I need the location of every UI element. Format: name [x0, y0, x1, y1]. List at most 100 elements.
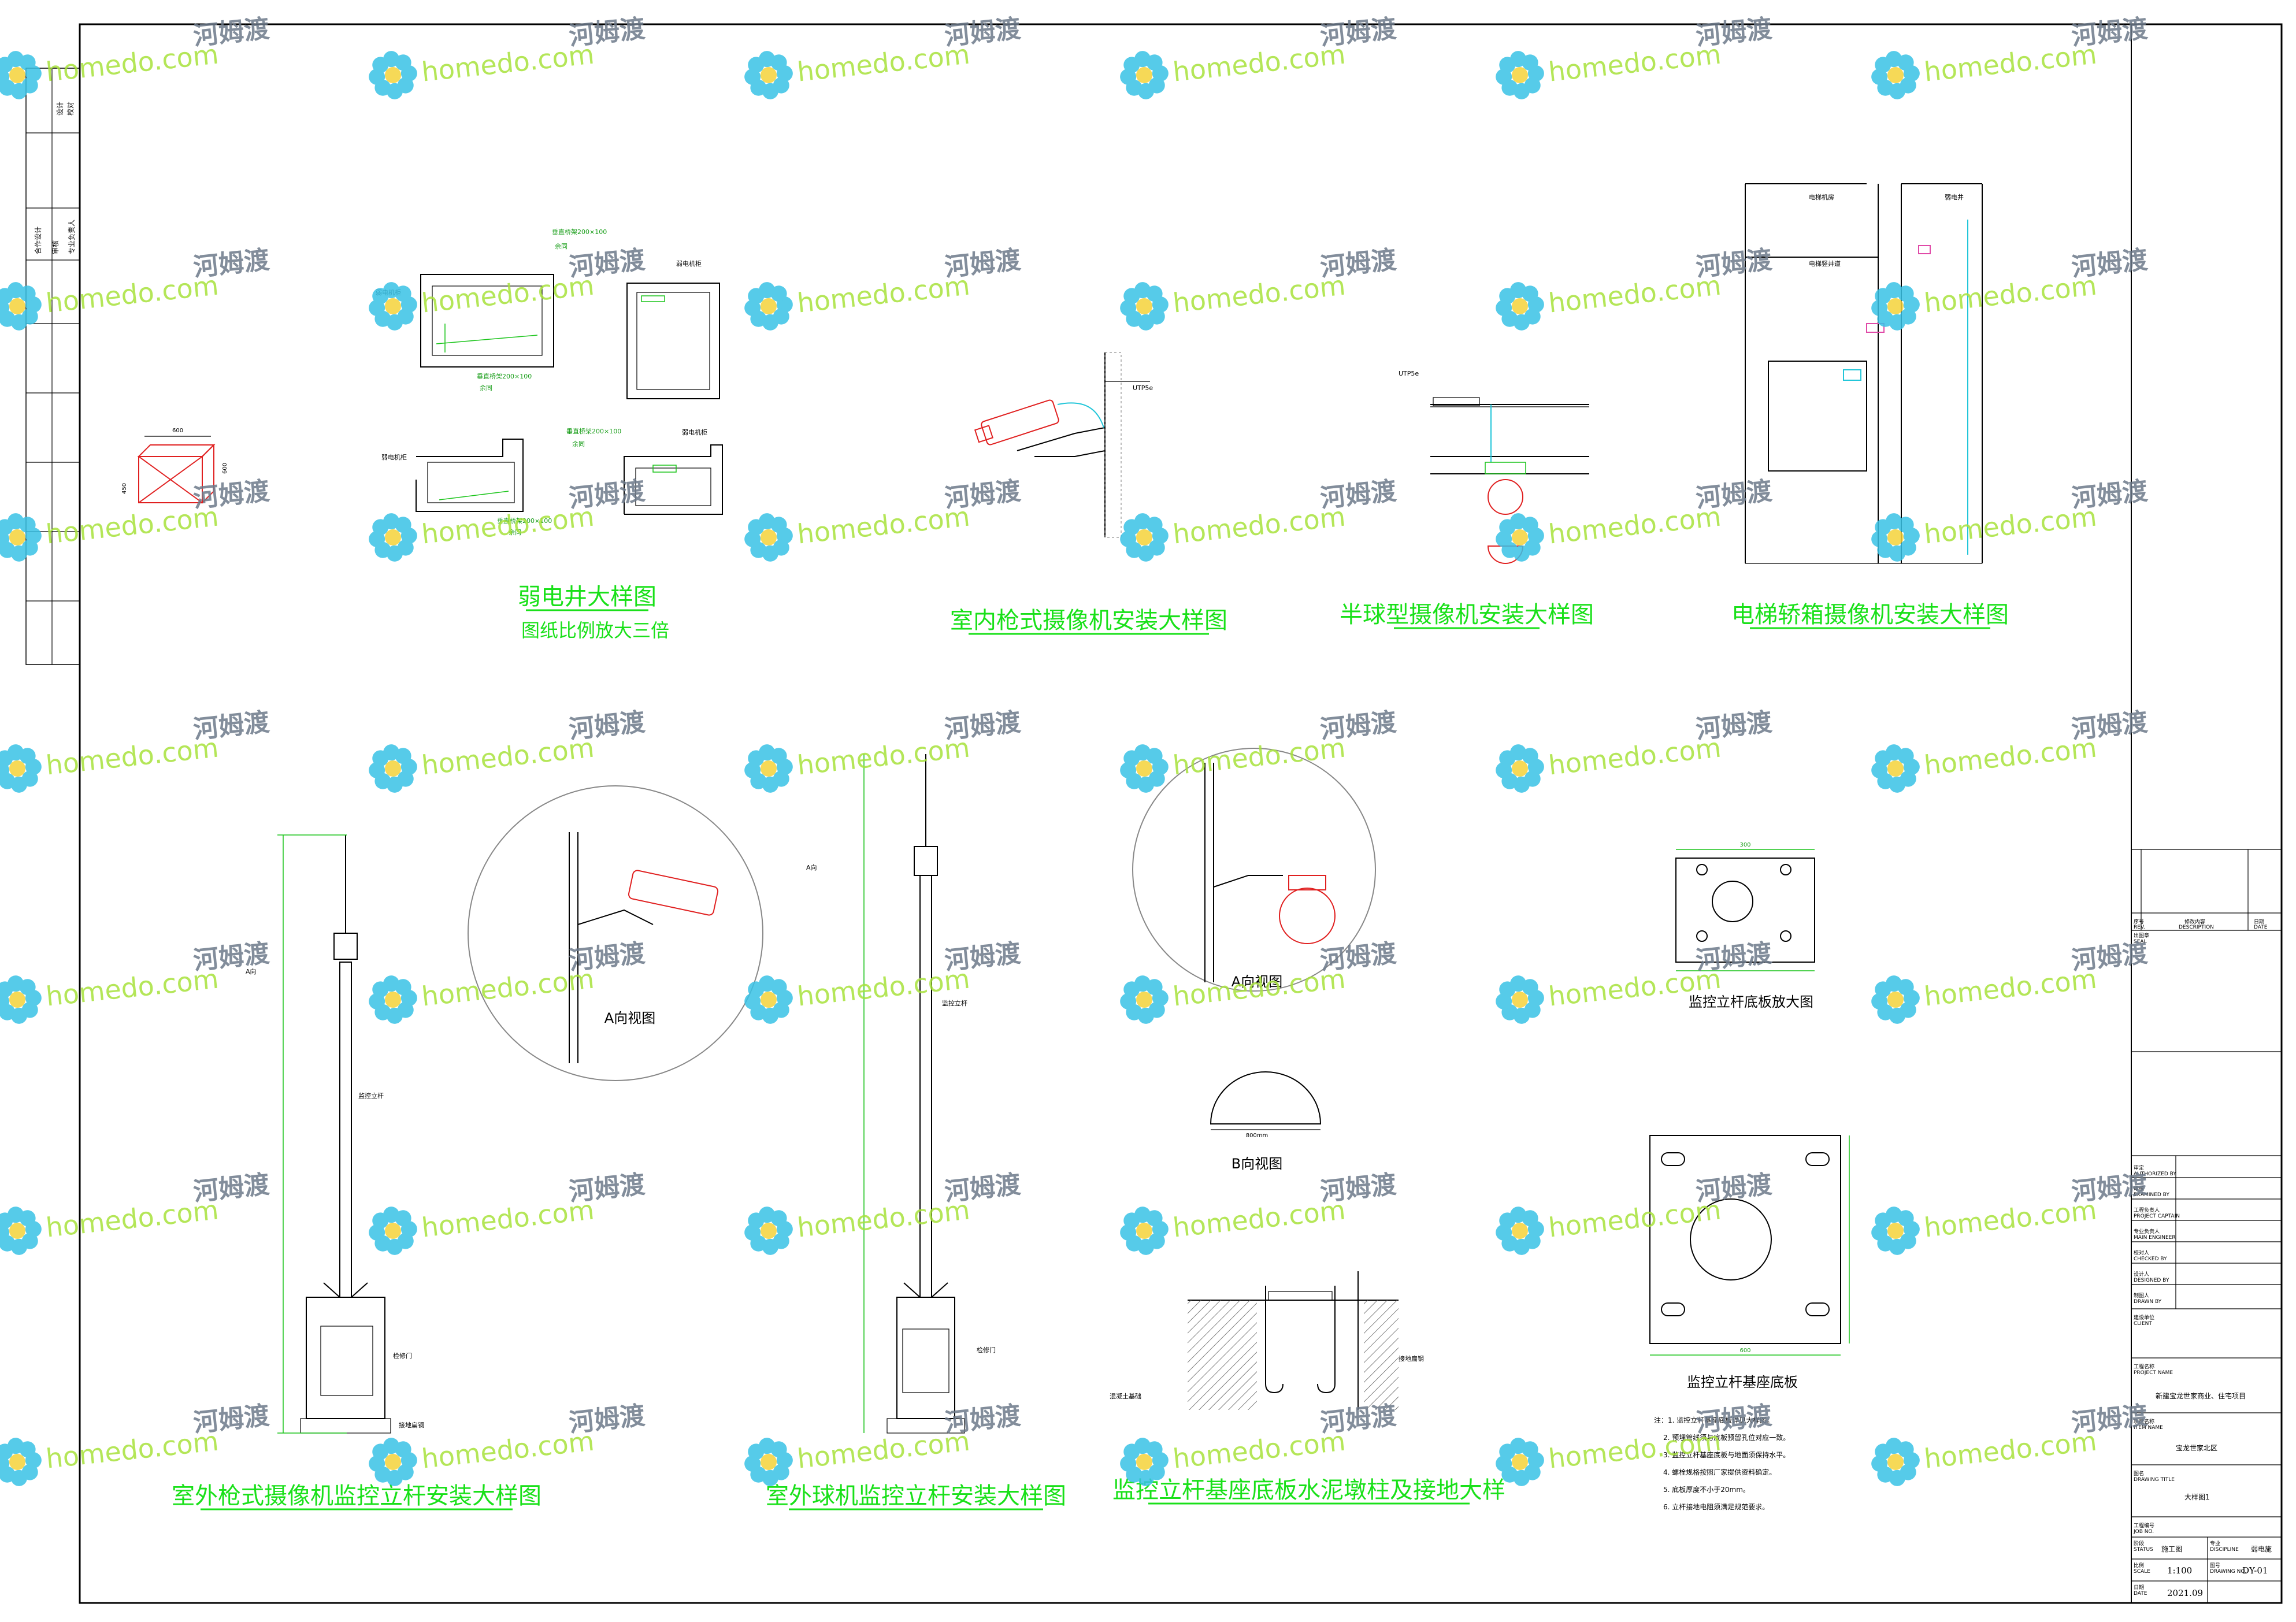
watermark-text-cn: 河姆渡: [1319, 476, 1398, 514]
title-outdoor-ball-pole: 室外球机监控立杆安装大样图: [766, 1483, 1066, 1509]
watermark-flower-icon: [744, 513, 793, 562]
watermark-text-cn: 河姆渡: [192, 707, 271, 745]
tb-drawing-no-en: DRAWING NO.: [2210, 1569, 2246, 1575]
watermark-text-en: homedo.com: [420, 270, 596, 319]
tb-item-value: 宝龙世家北区: [2176, 1443, 2217, 1452]
tb-drawing: 图名: [2134, 1470, 2144, 1477]
label-cabinet-4: 弱电机柜: [682, 428, 707, 436]
note-line: 3. 监控立杆基座底板与地面须保持水平。: [1663, 1450, 1790, 1459]
watermark-text-cn: 河姆渡: [567, 245, 647, 283]
watermark-text-cn: 河姆渡: [1694, 1401, 1774, 1438]
tb-drawing-no-value: DY-01: [2242, 1565, 2268, 1576]
title-baseplate: 监控立杆基座底板: [1687, 1374, 1798, 1390]
watermark-flower-icon: [744, 744, 793, 793]
tb-discipline-en: DISCIPLINE: [2210, 1547, 2239, 1553]
watermark-text-cn: 河姆渡: [192, 476, 271, 514]
watermark-text-cn: 河姆渡: [943, 476, 1022, 514]
watermark-text-en: homedo.com: [420, 39, 596, 88]
watermark-flower-icon: [0, 744, 42, 793]
title-baseplate-zoom: 监控立杆底板放大图: [1689, 994, 1813, 1010]
tb-rev-content-en: DESCRIPTION: [2179, 925, 2214, 930]
watermark-flower-icon: [744, 1207, 793, 1255]
label-elevator-shaft: 电梯竖井道: [1809, 259, 1841, 268]
label-pole-1: 监控立杆: [358, 1092, 384, 1100]
indoor-camera-icon: [974, 399, 1059, 446]
title-view-a-2: A向视图: [1232, 974, 1282, 990]
watermark-text-en: homedo.com: [1171, 1194, 1347, 1244]
title-pole-base: 监控立杆基座底板水泥墩柱及接地大样: [1112, 1477, 1505, 1504]
note-line: 5. 底板厚度不小于20mm。: [1663, 1485, 1750, 1494]
tb-client-en: CLIENT: [2134, 1321, 2152, 1327]
watermark-text-cn: 河姆渡: [192, 1170, 271, 1207]
tb-role: 设计人: [2134, 1271, 2149, 1278]
watermark-text-cn: 河姆渡: [567, 1401, 647, 1438]
watermark-flower-icon: [1871, 282, 1920, 331]
watermark-text-en: homedo.com: [44, 270, 220, 319]
tb-drawing-no: 图号: [2210, 1562, 2220, 1569]
watermark-text-cn: 河姆渡: [567, 476, 647, 514]
watermark-text-cn: 河姆渡: [2070, 1401, 2149, 1438]
title-indoor-gun: 室内枪式摄像机安装大样图: [950, 607, 1227, 634]
watermark-flower-icon: [1871, 1438, 1920, 1486]
note-line: 6. 立杆接地电阻须满足规范要求。: [1663, 1502, 1769, 1511]
label-ground-1: 接地扁钢: [399, 1421, 424, 1429]
tb-item: 项目名称: [2134, 1418, 2154, 1425]
watermark-text-cn: 河姆渡: [1694, 14, 1774, 51]
watermark-flower-icon: [1871, 51, 1920, 99]
tb-date: 日期: [2134, 1584, 2144, 1591]
label-same-4: 余同: [572, 440, 585, 448]
watermark-text-cn: 河姆渡: [2070, 245, 2149, 283]
label-a-dir-2: A向: [806, 863, 817, 871]
watermark-text-cn: 河姆渡: [943, 707, 1022, 745]
tb-rev-date-en: DATE: [2254, 925, 2268, 930]
dome-camera-detail: UTP5e 半球型摄像机安装大样图: [1340, 370, 1594, 629]
watermark-flower-icon: [369, 744, 417, 793]
watermark-text-en: homedo.com: [1923, 1426, 2098, 1475]
dim-zoom-size: 300: [1739, 842, 1750, 848]
indoor-gun-camera-detail: UTP5e 室内枪式摄像机安装大样图: [950, 352, 1227, 635]
label-same-3: 余同: [509, 528, 521, 536]
watermark-text-en: homedo.com: [44, 39, 220, 88]
tb-role-en: CHECKED BY: [2134, 1256, 2167, 1262]
watermark-text-en: homedo.com: [1923, 501, 2098, 550]
dim-b-dia: 800mm: [1246, 1133, 1268, 1139]
watermark-text-en: homedo.com: [1547, 501, 1723, 550]
tb-project: 工程名称: [2134, 1363, 2154, 1370]
watermark-text-cn: 河姆渡: [1694, 245, 1774, 283]
label-tray-1: 垂直桥架200×100: [552, 228, 607, 236]
watermark-flower-icon: [1120, 1207, 1169, 1255]
watermark-flower-icon: [744, 1438, 793, 1486]
watermark-flower-icon: [1120, 513, 1169, 562]
watermark-text-en: homedo.com: [1923, 732, 2098, 781]
watermark-text-cn: 河姆渡: [567, 1170, 647, 1207]
strip-cell-codesign: 合作设计: [34, 227, 42, 254]
watermark-flower-icon: [369, 1438, 417, 1486]
title-view-b: B向视图: [1232, 1156, 1282, 1172]
tb-role-en: EXAMINED BY: [2134, 1192, 2169, 1198]
outdoor-ball-pole-detail: A向 监控立杆 检修门 室外球机监控立杆安装大样图: [766, 754, 1066, 1510]
tb-role-en: MAIN ENGINEER: [2134, 1235, 2176, 1241]
label-tray-2: 垂直桥架200×100: [477, 372, 532, 380]
watermark-text-cn: 河姆渡: [1319, 707, 1398, 745]
watermark-flower-icon: [0, 1207, 42, 1255]
tb-role-en: DESIGNED BY: [2134, 1278, 2169, 1283]
outdoor-gun-pole-detail: A向 监控立杆 检修门 接地扁钢 A向视图 室外枪式摄像机监控立杆安装大样图: [172, 785, 763, 1510]
watermark-text-en: homedo.com: [1923, 1194, 2098, 1244]
watermark-text-cn: 河姆渡: [567, 14, 647, 51]
watermark-text-en: homedo.com: [1171, 39, 1347, 88]
tb-client: 建设单位: [2134, 1314, 2154, 1321]
